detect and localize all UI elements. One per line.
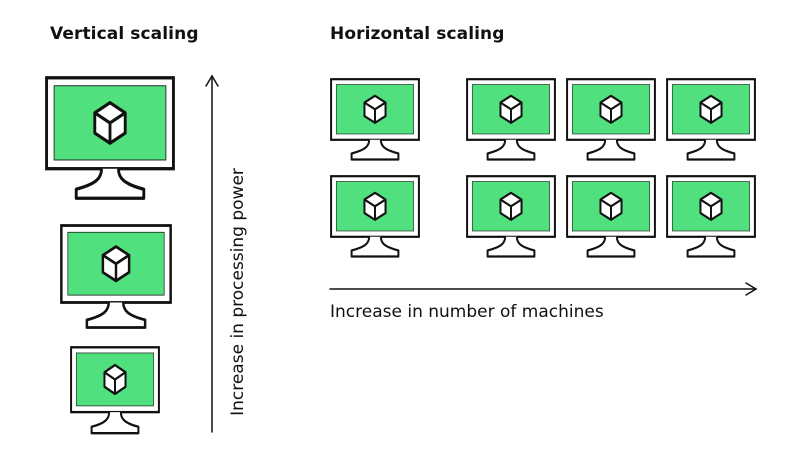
monitor-icon [329, 78, 421, 161]
monitor-icon [69, 346, 161, 435]
horizontal-arrow [329, 282, 758, 296]
vertical-monitors [44, 76, 176, 435]
monitor-icon [665, 175, 757, 258]
monitor-icon [329, 175, 421, 258]
horizontal-scaling-title: Horizontal scaling [330, 24, 505, 44]
monitor-icon [665, 78, 757, 161]
monitor-icon [465, 78, 557, 161]
monitor-icon [565, 175, 657, 258]
monitor-icon [44, 76, 176, 200]
monitor-icon [565, 78, 657, 161]
vertical-scaling-title: Vertical scaling [50, 24, 199, 44]
vertical-axis-label: Increase in processing power [228, 168, 248, 416]
monitor-icon [465, 175, 557, 258]
horizontal-monitors [329, 78, 757, 258]
monitor-icon [59, 224, 173, 329]
horizontal-axis-label: Increase in number of machines [330, 302, 604, 322]
vertical-arrow [205, 74, 219, 433]
